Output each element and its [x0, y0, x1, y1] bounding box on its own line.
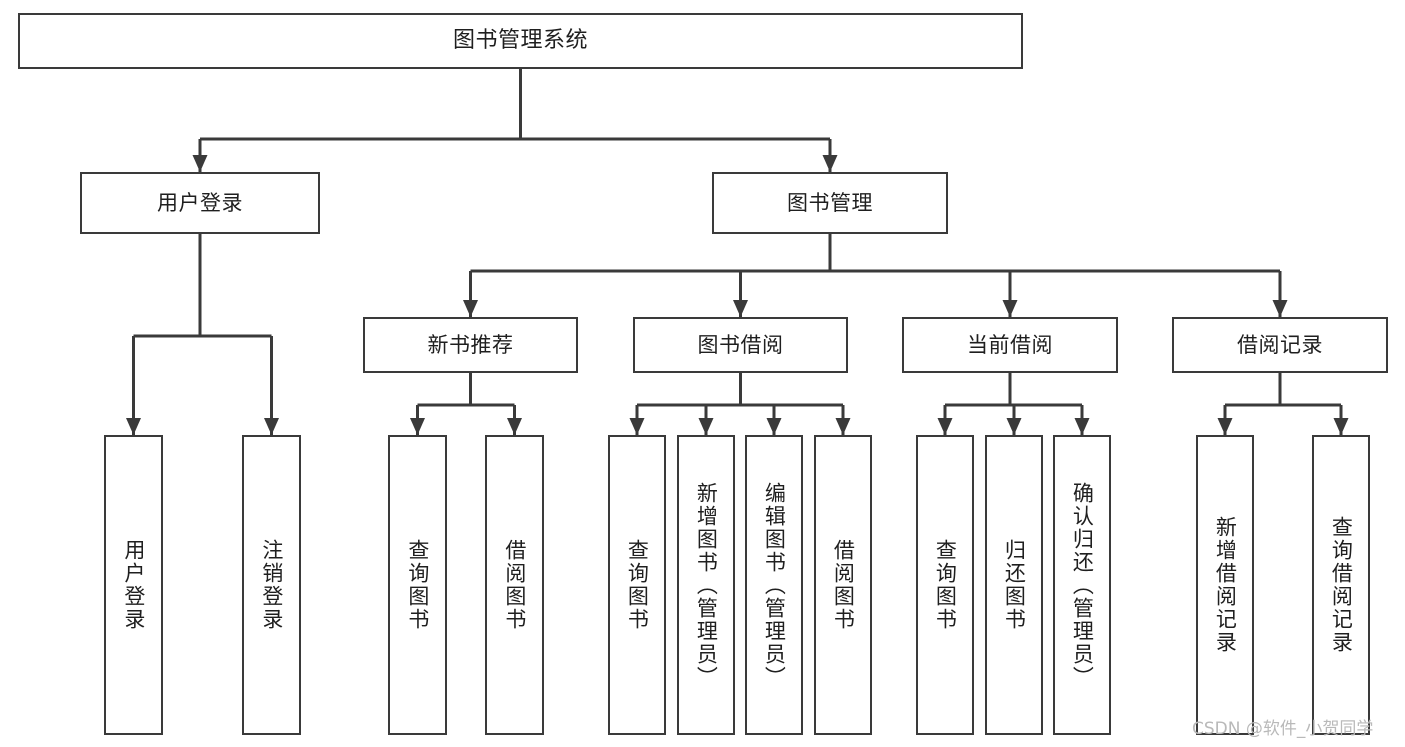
node-label: 图书管理 [787, 190, 873, 215]
node-leaf-edit-book[interactable]: 编辑图书（管理员） [745, 435, 803, 735]
node-label: 查询图书 [405, 539, 430, 631]
arrow-icon-current-borrow [1002, 300, 1018, 317]
arrow-icon-leaf-return-book [1006, 418, 1022, 435]
node-leaf-borrow-book-1[interactable]: 借阅图书 [485, 435, 544, 735]
node-leaf-add-record[interactable]: 新增借阅记录 [1196, 435, 1254, 735]
node-label: 编辑图书（管理员） [762, 481, 787, 689]
node-user-login[interactable]: 用户登录 [80, 172, 320, 234]
node-leaf-logout[interactable]: 注销登录 [242, 435, 301, 735]
node-leaf-query-record[interactable]: 查询借阅记录 [1312, 435, 1370, 735]
node-new-book-rec[interactable]: 新书推荐 [363, 317, 578, 373]
arrow-icon-leaf-user-login [126, 418, 141, 435]
arrow-icon-borrow-record [1272, 300, 1288, 317]
node-label: 查询借阅记录 [1329, 516, 1354, 654]
arrow-icon-leaf-query-book-2 [629, 418, 645, 435]
arrow-icon-leaf-logout [264, 418, 279, 435]
node-leaf-borrow-book-2[interactable]: 借阅图书 [814, 435, 872, 735]
arrow-icon-user-login [192, 155, 208, 172]
node-label: 注销登录 [259, 539, 284, 631]
arrow-icon-leaf-add-book [698, 418, 714, 435]
node-leaf-query-book-3[interactable]: 查询图书 [916, 435, 974, 735]
arrow-icon-book-borrow [733, 300, 748, 317]
node-label: 查询图书 [625, 539, 650, 631]
node-label: 借阅图书 [831, 539, 856, 631]
node-label: 归还图书 [1002, 539, 1027, 631]
node-book-manage[interactable]: 图书管理 [712, 172, 948, 234]
arrow-icon-leaf-query-book-3 [937, 418, 953, 435]
node-current-borrow[interactable]: 当前借阅 [902, 317, 1118, 373]
node-leaf-user-login[interactable]: 用户登录 [104, 435, 163, 735]
node-leaf-confirm-return[interactable]: 确认归还（管理员） [1053, 435, 1111, 735]
arrow-icon-leaf-add-record [1217, 418, 1233, 435]
node-leaf-query-book-2[interactable]: 查询图书 [608, 435, 666, 735]
node-label: 用户登录 [157, 190, 243, 215]
node-label: 确认归还（管理员） [1070, 481, 1095, 689]
arrow-icon-leaf-edit-book [766, 418, 782, 435]
node-borrow-record[interactable]: 借阅记录 [1172, 317, 1388, 373]
arrow-icon-leaf-borrow-book-2 [835, 418, 851, 435]
arrow-icon-new-book-rec [463, 300, 478, 317]
node-label: 借阅记录 [1237, 332, 1323, 357]
node-label: 查询图书 [933, 539, 958, 631]
arrow-icon-leaf-query-record [1333, 418, 1349, 435]
node-label: 新增借阅记录 [1213, 516, 1238, 654]
node-label: 新书推荐 [427, 332, 514, 357]
arrow-icon-book-manage [822, 155, 838, 172]
node-label: 借阅图书 [502, 539, 527, 631]
node-leaf-query-book-1[interactable]: 查询图书 [388, 435, 447, 735]
node-leaf-return-book[interactable]: 归还图书 [985, 435, 1043, 735]
arrow-icon-leaf-query-book-1 [410, 418, 425, 435]
watermark-label: CSDN @软件_小贺同学 [1192, 719, 1374, 739]
arrow-icon-leaf-confirm-return [1074, 418, 1090, 435]
arrow-icon-leaf-borrow-book-1 [507, 418, 522, 435]
node-book-borrow[interactable]: 图书借阅 [633, 317, 848, 373]
node-leaf-add-book[interactable]: 新增图书（管理员） [677, 435, 735, 735]
node-label: 图书借阅 [697, 332, 784, 357]
node-label: 图书管理系统 [452, 28, 588, 54]
node-label: 当前借阅 [967, 332, 1053, 357]
node-label: 新增图书（管理员） [694, 481, 719, 689]
node-root[interactable]: 图书管理系统 [18, 13, 1023, 69]
node-label: 用户登录 [121, 539, 146, 631]
